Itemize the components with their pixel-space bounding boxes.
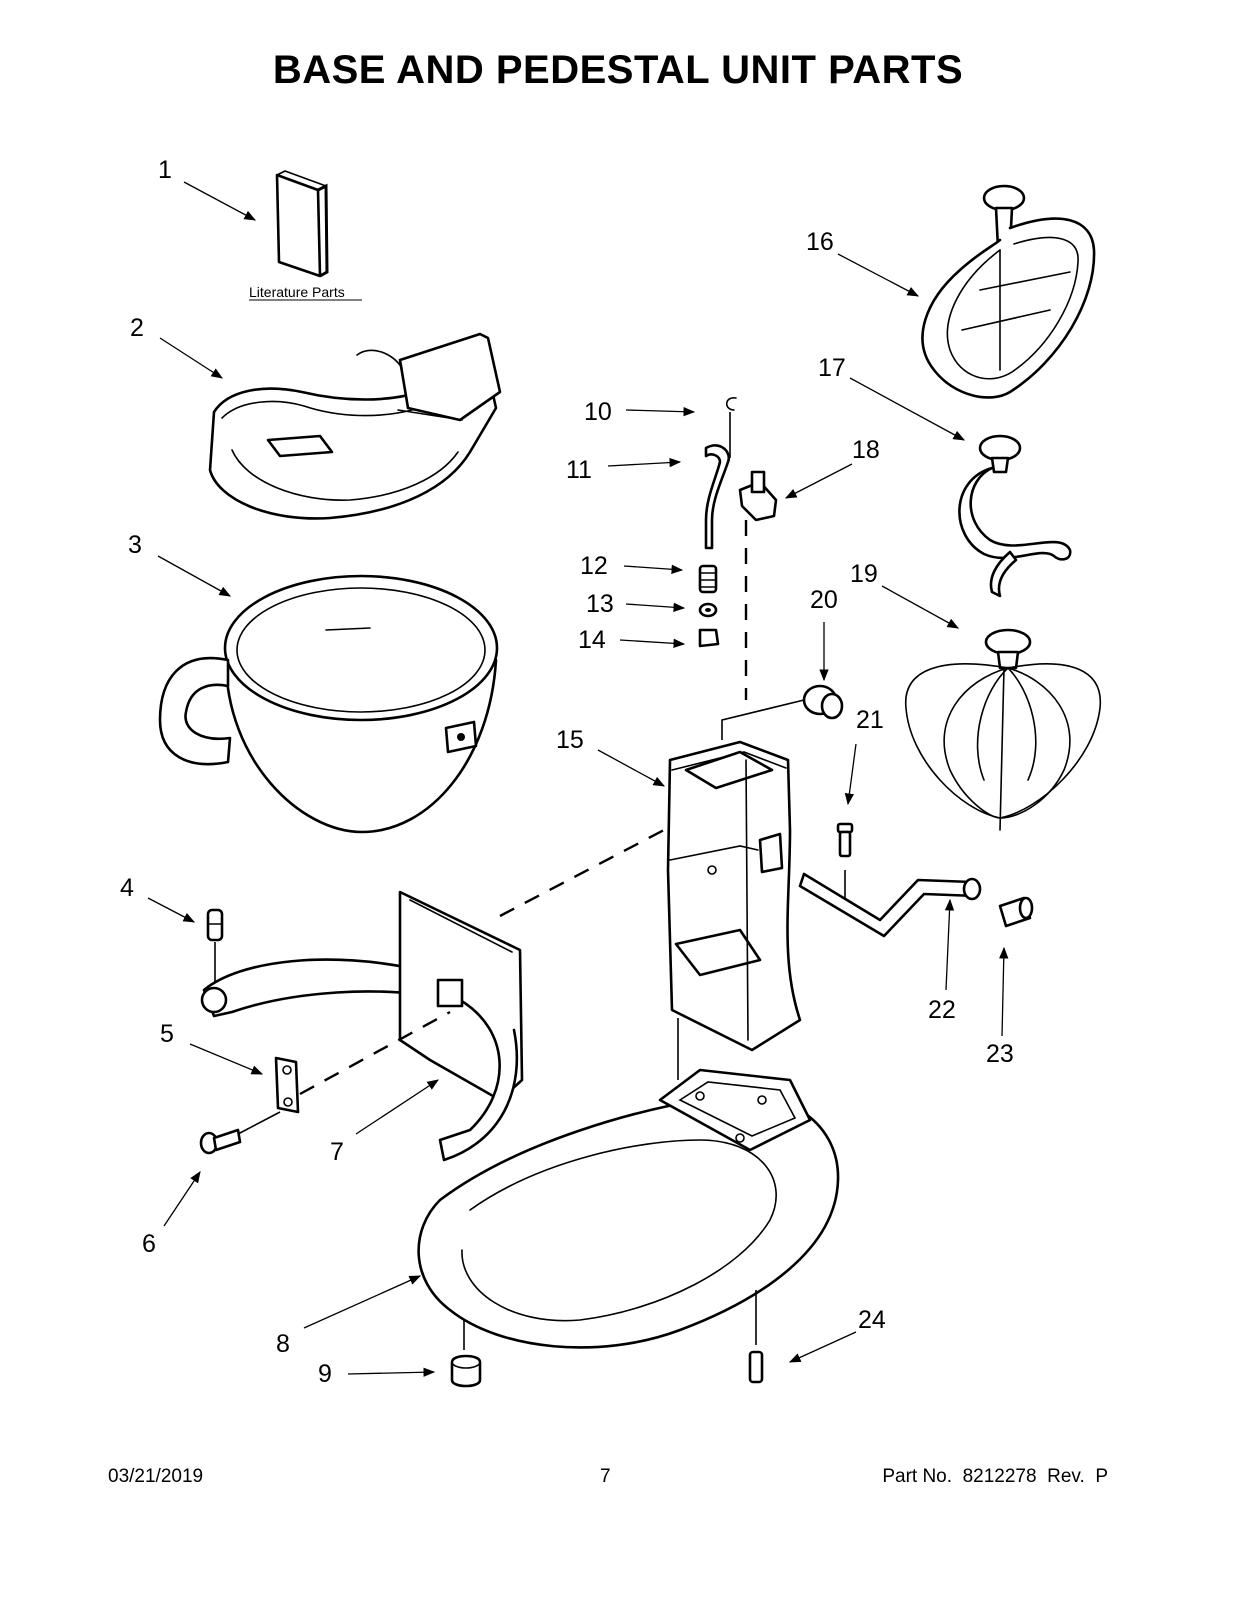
- callout-2: 2: [130, 314, 144, 342]
- part-21-screw: [836, 822, 854, 900]
- part-20-speed-knob: [802, 684, 844, 720]
- callout-13: 13: [586, 590, 614, 618]
- callout-20: 20: [810, 586, 838, 614]
- callout-22: 22: [928, 996, 956, 1024]
- callout-11: 11: [566, 456, 592, 484]
- callout-18: 18: [852, 436, 880, 464]
- part-10-clip: [725, 397, 737, 411]
- callout-24: 24: [858, 1306, 886, 1334]
- callout-6: 6: [142, 1230, 156, 1258]
- part-4-locking-pin: [206, 908, 224, 985]
- callout-21: 21: [856, 706, 884, 734]
- assembly-line-6-5: [237, 1111, 281, 1135]
- callout-14: 14: [578, 626, 606, 654]
- callout-3: 3: [128, 531, 142, 559]
- part-12-spring: [698, 564, 718, 594]
- callout-16: 16: [806, 228, 834, 256]
- callout-7: 7: [330, 1138, 344, 1166]
- assembly-line-20: [721, 699, 805, 740]
- part-9-foot: [450, 1320, 482, 1388]
- callout-1: 1: [158, 156, 172, 184]
- part-13-washer: [698, 602, 718, 618]
- part-17-dough-hook: [958, 434, 1072, 598]
- callout-23: 23: [986, 1040, 1014, 1068]
- part-5-bracket: [274, 1056, 300, 1114]
- callout-10: 10: [584, 398, 612, 426]
- part-11-rod: [704, 444, 731, 550]
- literature-parts-label: Literature Parts: [249, 284, 345, 300]
- footer-date: 03/21/2019: [108, 1466, 204, 1487]
- leader-arrows: [147, 181, 1009, 1377]
- callout-17: 17: [818, 354, 846, 382]
- part-24-screw: [748, 1290, 764, 1384]
- callout-15: 15: [556, 726, 584, 754]
- footer-page-number: 7: [600, 1466, 611, 1487]
- part-15-pedestal-column: [666, 740, 802, 1052]
- part-3-mixing-bowl: [158, 574, 499, 834]
- part-2-pouring-shield: [208, 332, 502, 520]
- part-7-bowl-support-arm: [200, 890, 524, 1162]
- part-6-screw: [199, 1128, 242, 1155]
- part-19-wire-whip: [905, 628, 1102, 831]
- part-23-cap: [998, 896, 1034, 928]
- part-16-flat-beater: [921, 184, 1096, 399]
- assembly-line-5-7: [299, 1010, 451, 1096]
- part-22-crank-rod: [798, 872, 982, 938]
- callout-12: 12: [580, 552, 608, 580]
- callout-8: 8: [276, 1330, 290, 1358]
- part-14-nut: [698, 628, 720, 648]
- footer-part-number: Part No. 8212278 Rev. P: [882, 1466, 1108, 1487]
- assembly-line-7-15: [499, 828, 665, 918]
- callout-9: 9: [318, 1360, 332, 1388]
- callout-numbers: 1 2 3 4 5 6 7 8 9 10 11 12 13 14 15 16 1…: [120, 156, 1014, 1388]
- callout-4: 4: [120, 874, 134, 902]
- page-title: BASE AND PEDESTAL UNIT PARTS: [272, 48, 964, 92]
- part-18-latch: [738, 470, 778, 522]
- part-8-pedestal-base: [417, 1068, 840, 1349]
- callout-5: 5: [160, 1020, 174, 1048]
- part-1-literature-booklet: [275, 170, 329, 278]
- callout-19: 19: [850, 560, 878, 588]
